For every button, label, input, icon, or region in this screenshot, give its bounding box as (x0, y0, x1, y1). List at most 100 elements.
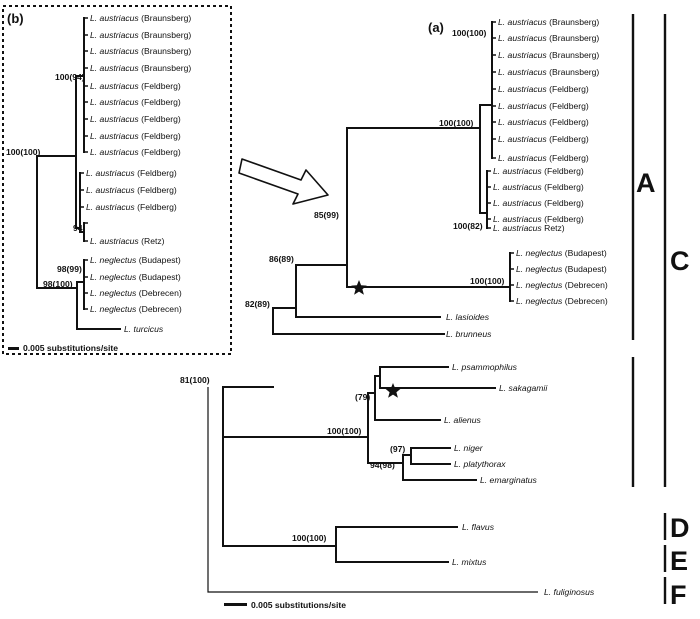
tip-genus: L. (498, 84, 505, 94)
tip-species: austriacus (505, 84, 547, 94)
tip-label-sakagamii: L. sakagamii (499, 383, 548, 393)
tip-species: emarginatus (487, 475, 537, 485)
tip-genus: L. (444, 415, 451, 425)
tip-species: fuliginosus (551, 587, 595, 597)
tip-label-austriacus: L. austriacus (Braunsberg) (90, 63, 191, 73)
tip-genus: L. (516, 280, 523, 290)
tip-genus: L. (498, 117, 505, 127)
tip-genus: L. (90, 97, 97, 107)
clade-label-e: E (670, 546, 688, 576)
tip-label-niger: L. niger (454, 443, 484, 453)
tip-label-fuliginosus: L. fuliginosus (544, 587, 595, 597)
tip-genus: L. (498, 50, 505, 60)
scale-bar-a (224, 603, 247, 606)
tip-genus: L. (90, 272, 97, 282)
tip-species: neglectus (97, 272, 137, 282)
tip-locality: (Braunsberg) (139, 13, 192, 23)
tip-label-austriacus: L. austriacus (Feldberg) (498, 101, 589, 111)
tip-locality: (Braunsberg) (139, 63, 192, 73)
tip-locality: (Feldberg) (139, 97, 181, 107)
tip-label-austriacus: L. austriacus (Braunsberg) (498, 67, 599, 77)
tip-locality: (Feldberg) (135, 185, 177, 195)
tip-label-neglectus: L. neglectus (Budapest) (516, 248, 607, 258)
clade-label-a: A (636, 168, 656, 198)
tip-species: neglectus (523, 264, 563, 274)
tip-species: austriacus (505, 50, 547, 60)
tree-a-branches (222, 21, 511, 563)
tip-species: austriacus (505, 33, 547, 43)
tip-genus: L. (90, 147, 97, 157)
tip-label-flavus: L. flavus (462, 522, 495, 532)
tip-label-austriacus: L. austriacus (Braunsberg) (498, 50, 599, 60)
scale-label-a: 0.005 substitutions/site (251, 600, 346, 610)
star-icon (351, 280, 367, 295)
tip-genus: L. (86, 185, 93, 195)
clade-bars (631, 14, 667, 604)
tip-locality: (Budapest) (562, 264, 607, 274)
tip-species: alienus (451, 415, 481, 425)
tip-species: sakagamii (506, 383, 548, 393)
support-label: 98(100) (43, 279, 73, 289)
tip-genus: L. (124, 324, 131, 334)
star-icon (385, 383, 401, 398)
tip-label-austriacus: L. austriacus (Feldberg) (498, 134, 589, 144)
tip-genus: L. (498, 33, 505, 43)
tip-label-austriacus: L. austriacus (Braunsberg) (498, 17, 599, 27)
tip-genus: L. (90, 131, 97, 141)
tip-label-austriacus: L. austriacus (Feldberg) (498, 117, 589, 127)
support-label: 98(99) (57, 264, 82, 274)
tip-label-neglectus: L. neglectus (Debrecen) (516, 280, 608, 290)
tip-species: mixtus (459, 557, 487, 567)
support-label: 82(89) (245, 299, 270, 309)
inset-frame (2, 5, 232, 355)
clade-label-d: D (670, 513, 690, 543)
tip-label-austriacus: L. austriacus (Braunsberg) (90, 13, 191, 23)
tip-locality: (Budapest) (562, 248, 607, 258)
support-label: 100(100) (439, 118, 474, 128)
tip-species: austriacus (500, 198, 542, 208)
tip-genus: L. (493, 182, 500, 192)
tip-genus: L. (90, 30, 97, 40)
tip-locality: (Feldberg) (542, 198, 584, 208)
tip-locality: (Feldberg) (547, 101, 589, 111)
tip-label-brunneus: L. brunneus (446, 329, 492, 339)
tip-genus: L. (90, 288, 97, 298)
tree-b-stub (84, 259, 88, 310)
tip-label-mixtus: L. mixtus (452, 557, 487, 567)
tip-label-austriacus: L. austriacus (Feldberg) (86, 168, 177, 178)
tip-species: neglectus (523, 280, 563, 290)
support-label: 100(100) (327, 426, 362, 436)
tip-genus: L. (480, 475, 487, 485)
tip-species: austriacus (505, 101, 547, 111)
tip-locality: (Debrecen) (136, 288, 182, 298)
tip-locality: (Braunsberg) (547, 17, 600, 27)
tip-locality: (Feldberg) (542, 182, 584, 192)
panel-a-label: (a) (428, 20, 444, 35)
tip-locality: (Braunsberg) (547, 50, 600, 60)
tip-genus: L. (86, 168, 93, 178)
tip-genus: L. (493, 223, 500, 233)
tree-a-stub (510, 252, 514, 302)
tip-locality: (Feldberg) (139, 147, 181, 157)
tip-label-austriacus: L. austriacus (Feldberg) (90, 97, 181, 107)
tip-species: austriacus (505, 67, 547, 77)
tip-label-emarginatus: L. emarginatus (480, 475, 538, 485)
support-label: 100(100) (292, 533, 327, 543)
tip-species: austriacus (93, 168, 135, 178)
tip-label-austriacus: L. austriacus (Feldberg) (498, 153, 589, 163)
tip-locality: (Feldberg) (135, 168, 177, 178)
tip-genus: L. (90, 46, 97, 56)
tip-label-lasioides: L. lasioides (446, 312, 490, 322)
tip-genus: L. (452, 557, 459, 567)
tip-label-austriacus: L. austriacus Retz) (493, 223, 565, 233)
tip-genus: L. (90, 13, 97, 23)
tip-label-neglectus: L. neglectus (Budapest) (90, 272, 181, 282)
support-label: (97) (390, 444, 405, 454)
tip-species: neglectus (523, 248, 563, 258)
tree-b-stub (84, 222, 88, 242)
tip-label-austriacus: L. austriacus (Feldberg) (493, 198, 584, 208)
tip-genus: L. (493, 198, 500, 208)
tip-genus: L. (90, 114, 97, 124)
tip-label-psammophilus: L. psammophilus (452, 362, 518, 372)
